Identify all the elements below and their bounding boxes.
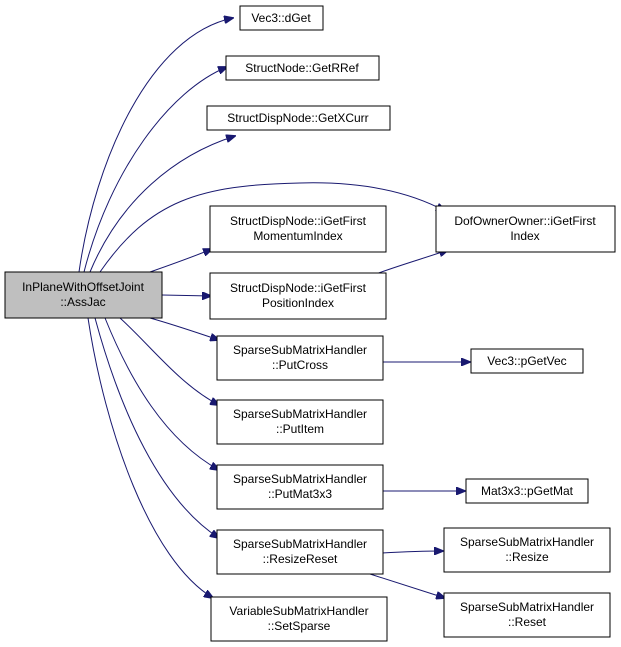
node-structdispnode-igetfirstpositionindex[interactable]: StructDispNode::iGetFirst PositionIndex: [209, 272, 387, 320]
node-sparsesubmatrixhandler-putcross[interactable]: SparseSubMatrixHandler ::PutCross: [216, 335, 384, 381]
node-label-line-1: DofOwnerOwner::iGetFirst: [454, 214, 596, 228]
edge-root-to-sparsesubmatrixhandler-putcross: [149, 317, 219, 340]
node-mat3x3-pgetmat[interactable]: Mat3x3::pGetMat: [465, 478, 589, 504]
node-label-line-1: SparseSubMatrixHandler: [460, 535, 594, 549]
node-label-line-1: SparseSubMatrixHandler: [233, 407, 367, 421]
node-label-line-2: ::AssJac: [60, 295, 105, 309]
edge-root-to-structdispnode-getxcurr: [89, 136, 235, 273]
node-label-line-2: ::PutMat3x3: [268, 487, 332, 501]
edge-root-to-variablesubmatrixhandler-setsparse: [87, 317, 213, 598]
node-label-line-1: InPlaneWithOffsetJoint: [22, 280, 145, 294]
node-sparsesubmatrixhandler-putitem[interactable]: SparseSubMatrixHandler ::PutItem: [216, 399, 384, 445]
edge-root-to-dofownerowner-igetfirstindex: [99, 182, 445, 273]
node-label-line-1: SparseSubMatrixHandler: [233, 472, 367, 486]
node-structdispnode-igetfirstmomentumindex[interactable]: StructDispNode::iGetFirst MomentumIndex: [209, 205, 387, 253]
edge-root-to-vec3-dget: [78, 18, 233, 273]
node-root-inplanewithoffsetjoint-assjac[interactable]: InPlaneWithOffsetJoint ::AssJac: [4, 271, 163, 319]
node-sparsesubmatrixhandler-resize[interactable]: SparseSubMatrixHandler ::Resize: [443, 527, 611, 573]
edge-root-to-structnode-getrref: [83, 67, 227, 273]
edges: [78, 18, 470, 598]
node-label: StructNode::GetRRef: [245, 61, 359, 75]
node-label-line-2: MomentumIndex: [253, 229, 342, 243]
node-vec3-pgetvec[interactable]: Vec3::pGetVec: [470, 348, 584, 374]
node-label-line-2: ::PutItem: [276, 422, 324, 436]
node-label: Mat3x3::pGetMat: [481, 484, 574, 498]
node-label-line-2: ::Resize: [505, 550, 549, 564]
node-structdispnode-getxcurr[interactable]: StructDispNode::GetXCurr: [206, 105, 391, 131]
node-label-line-2: Index: [510, 229, 539, 243]
node-label-line-2: ::ResizeReset: [263, 552, 338, 566]
node-vec3-dget[interactable]: Vec3::dGet: [239, 5, 324, 31]
edge-root-to-sparsesubmatrixhandler-resizereset: [94, 317, 219, 538]
node-label-line-1: VariableSubMatrixHandler: [229, 604, 368, 618]
node-label-line-2: PositionIndex: [262, 296, 334, 310]
edge-positionindex-to-dofownerowner-igetfirstindex: [372, 250, 448, 276]
edge-root-to-sparsesubmatrixhandler-putmat3x3: [104, 317, 219, 470]
node-structnode-getrref[interactable]: StructNode::GetRRef: [225, 55, 380, 81]
node-label-line-1: SparseSubMatrixHandler: [233, 343, 367, 357]
node-label: Vec3::pGetVec: [487, 354, 566, 368]
node-dofownerowner-igetfirstindex[interactable]: DofOwnerOwner::iGetFirst Index: [435, 205, 616, 253]
node-label-line-2: ::Reset: [508, 615, 547, 629]
node-variablesubmatrixhandler-setsparse[interactable]: VariableSubMatrixHandler ::SetSparse: [210, 596, 388, 642]
edge-root-to-structdispnode-igetfirstpositionindex: [161, 295, 211, 296]
nodes: InPlaneWithOffsetJoint ::AssJac Vec3::dG…: [4, 5, 616, 642]
node-sparsesubmatrixhandler-putmat3x3[interactable]: SparseSubMatrixHandler ::PutMat3x3: [216, 464, 384, 510]
edge-resizereset-to-resize: [381, 551, 443, 553]
node-label-line-1: SparseSubMatrixHandler: [460, 600, 594, 614]
node-sparsesubmatrixhandler-reset[interactable]: SparseSubMatrixHandler ::Reset: [443, 592, 611, 638]
node-label: Vec3::dGet: [251, 11, 311, 25]
edge-resizereset-to-reset: [369, 573, 445, 598]
node-label-line-1: SparseSubMatrixHandler: [233, 537, 367, 551]
node-label-line-1: StructDispNode::iGetFirst: [230, 214, 367, 228]
node-label-line-1: StructDispNode::iGetFirst: [230, 281, 367, 295]
edge-root-to-sparsesubmatrixhandler-putitem: [119, 317, 219, 405]
edge-root-to-structdispnode-igetfirstmomentumindex: [149, 249, 212, 273]
node-label-line-2: ::PutCross: [272, 358, 328, 372]
node-label-line-2: ::SetSparse: [268, 619, 331, 633]
node-sparsesubmatrixhandler-resizereset[interactable]: SparseSubMatrixHandler ::ResizeReset: [216, 529, 384, 575]
node-label: StructDispNode::GetXCurr: [227, 111, 368, 125]
